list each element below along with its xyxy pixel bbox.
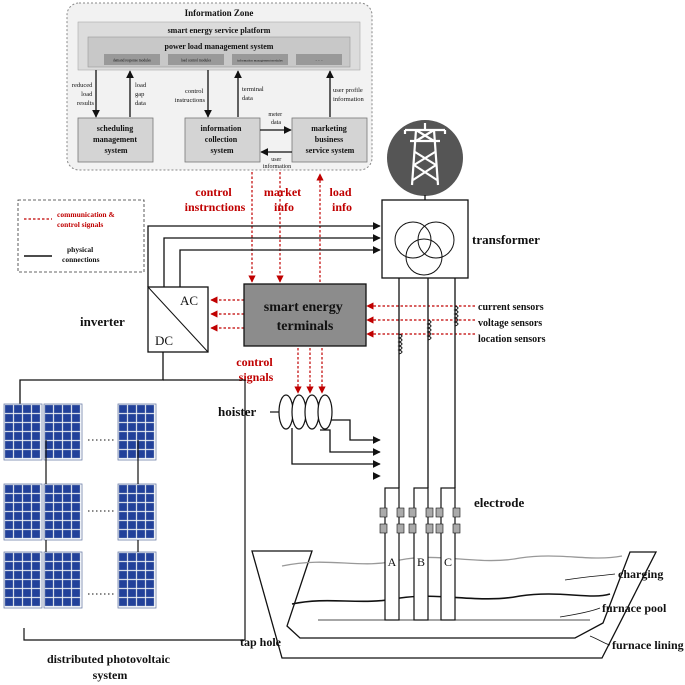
sensor-coils	[397, 305, 459, 355]
signal-lines	[210, 172, 475, 394]
module-label-3: information management modules	[237, 59, 283, 63]
legend-comm-label: communication & control signals	[57, 210, 117, 229]
legend-phys-label: physical connections	[62, 245, 100, 264]
pv-wiring	[23, 379, 246, 641]
scheduling-box	[77, 117, 154, 163]
phase-b-label: B	[417, 555, 425, 569]
pv-array	[3, 403, 157, 609]
inverter-ac-label: AC	[180, 293, 198, 308]
control-signals-red-label: control signals	[236, 355, 275, 384]
transformer-box	[381, 199, 469, 279]
solar-panel-icon	[117, 403, 157, 461]
transformer-label: transformer	[472, 232, 540, 247]
smart-energy-terminals: smart energy terminals	[243, 283, 367, 347]
pv-system-label: distributed photovoltaic system	[47, 652, 173, 682]
phase-a-label: A	[388, 555, 397, 569]
module-box-3	[232, 54, 288, 65]
information-zone: Information Zone smart energy service pl…	[66, 2, 373, 171]
meter-data-label: meter data	[268, 112, 283, 126]
legend: communication & control signals physical…	[17, 199, 145, 273]
phase-c-label: C	[444, 555, 452, 569]
hoister	[270, 394, 333, 430]
module-box-2	[168, 54, 224, 65]
marketing-box	[291, 117, 368, 163]
userprofile-label: user profile information	[333, 87, 364, 103]
load-info-red-label: load info	[329, 185, 354, 214]
control-instructions-red-label: control instrnctions	[185, 185, 246, 214]
platform-label: smart energy service platform	[168, 26, 271, 35]
info-zone-title: Information Zone	[185, 8, 254, 18]
control-instr-label: control instructions	[175, 88, 206, 104]
collection-box	[184, 117, 261, 163]
physical-connections	[19, 222, 456, 488]
leader-lines	[559, 573, 616, 646]
market-info-red-label: market info	[264, 185, 304, 214]
smart-terminals-label: smart energy terminals	[264, 300, 346, 334]
solar-panel-icon	[3, 483, 43, 541]
load-gap-label: load gap data	[135, 82, 148, 107]
hoister-label: hoister	[218, 404, 257, 419]
module-box-1	[104, 54, 160, 65]
tap-hole-label: tap hole	[240, 635, 282, 649]
solar-panel-icon	[43, 551, 83, 609]
pv-dots	[88, 439, 116, 595]
solar-panel-icon	[43, 483, 83, 541]
module-label-2: load control modules	[181, 59, 212, 63]
location-sensors-label: location sensors	[478, 334, 546, 345]
reduced-load-label: reduced load results	[72, 82, 95, 107]
solar-panel-icon	[43, 403, 83, 461]
charging-label: charging	[618, 567, 663, 581]
transmission-tower-icon	[387, 120, 463, 196]
plms-label: power load management system	[165, 42, 274, 51]
collection-label: information collection system	[201, 124, 244, 155]
module-box-4	[296, 54, 342, 65]
inverter-label: inverter	[80, 314, 125, 329]
user-info-label: user information	[263, 157, 291, 170]
solar-panel-icon	[117, 551, 157, 609]
solar-panel-icon	[3, 551, 43, 609]
furnace-lining-label: furnace lining	[612, 638, 684, 652]
electrodes: A B C	[379, 487, 461, 621]
voltage-sensors-label: voltage sensors	[478, 318, 542, 329]
electrode-label: electrode	[474, 495, 525, 510]
scheduling-label: scheduling management system	[93, 124, 139, 155]
marketing-label: marketing business service system	[306, 124, 355, 155]
inverter-dc-label: DC	[155, 333, 173, 348]
signal-labels: control instrnctions market info load in…	[185, 185, 354, 384]
solar-panel-icon	[3, 403, 43, 461]
solar-panel-icon	[117, 483, 157, 541]
inverter: AC DC	[147, 286, 209, 353]
module-label-4: · · ·	[315, 59, 323, 64]
terminal-data-label: terminal data	[242, 86, 265, 102]
current-sensors-label: current sensors	[478, 302, 544, 313]
furnace-pool-label: furnace pool	[602, 601, 667, 615]
module-label-1: demand response modules	[113, 59, 152, 63]
